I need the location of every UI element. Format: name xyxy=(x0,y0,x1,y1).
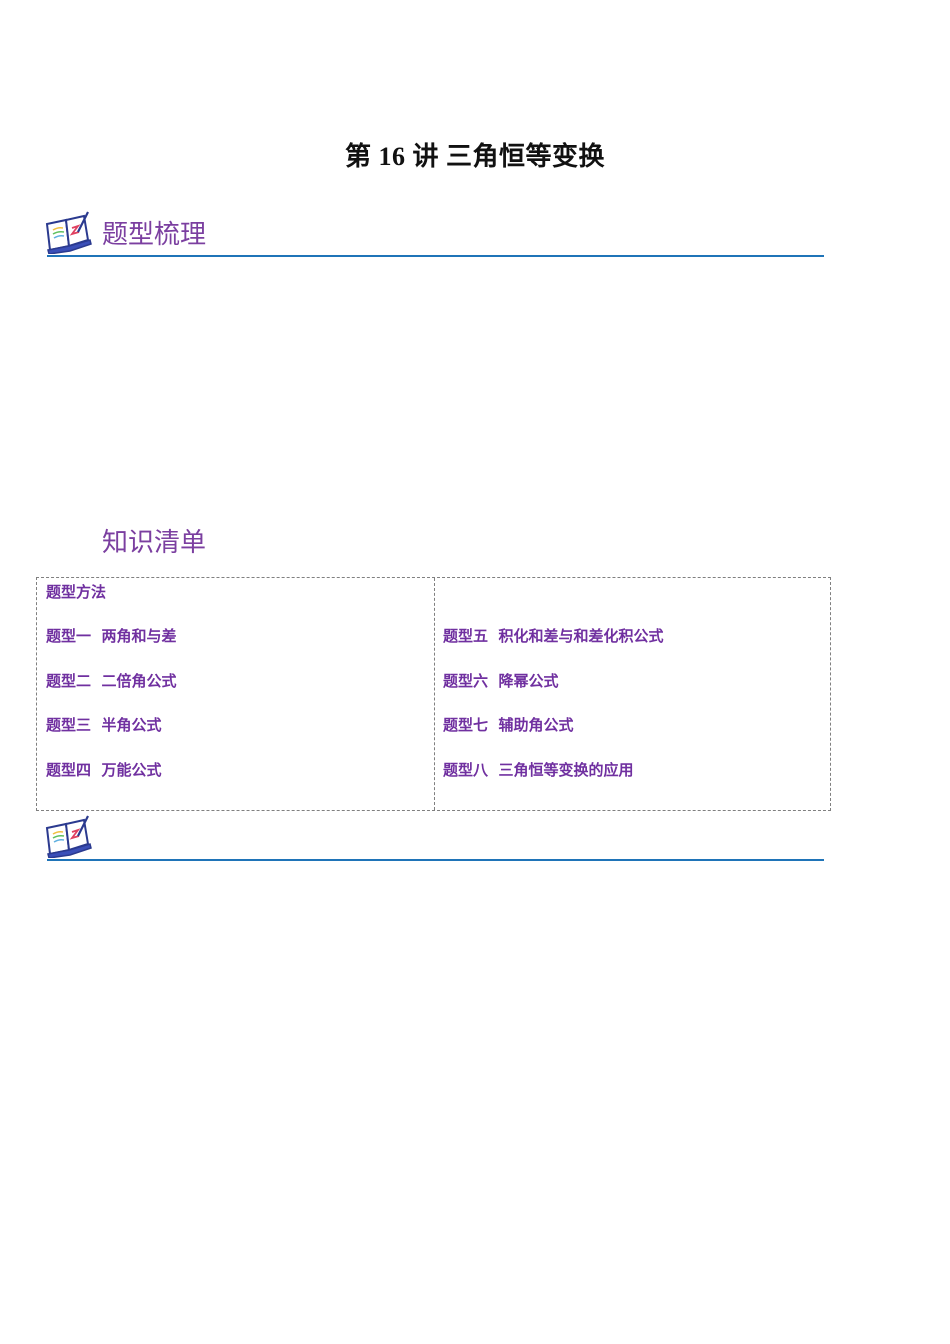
question-type-link[interactable]: 题型四 万能公式 xyxy=(46,761,162,779)
knowledge-list-title: 知识清单 xyxy=(102,528,207,558)
section-title: 题型梳理 xyxy=(102,220,207,250)
section-header-2 xyxy=(44,814,824,864)
question-type-link[interactable]: 题型七 辅助角公式 xyxy=(443,716,574,734)
table-heading: 题型方法 xyxy=(46,583,107,601)
question-type-link[interactable]: 题型六 降幂公式 xyxy=(443,672,559,690)
column-divider xyxy=(434,578,435,810)
question-type-table: 题型方法 题型一 两角和与差 题型二 二倍角公式 题型三 半角公式 题型四 万能… xyxy=(36,577,831,811)
page-title: 第 16 讲 三角恒等变换 xyxy=(344,142,605,171)
question-type-link[interactable]: 题型一 两角和与差 xyxy=(46,627,177,645)
section-divider xyxy=(47,859,824,861)
section-header-question-types: 题型梳理 xyxy=(44,210,824,260)
section-divider xyxy=(47,255,824,257)
book-pen-icon xyxy=(45,211,92,254)
question-type-link[interactable]: 题型三 半角公式 xyxy=(46,716,162,734)
book-pen-icon xyxy=(45,815,92,858)
question-type-link[interactable]: 题型五 积化和差与和差化积公式 xyxy=(443,627,664,645)
question-type-link[interactable]: 题型八 三角恒等变换的应用 xyxy=(443,761,634,779)
question-type-link[interactable]: 题型二 二倍角公式 xyxy=(46,672,177,690)
